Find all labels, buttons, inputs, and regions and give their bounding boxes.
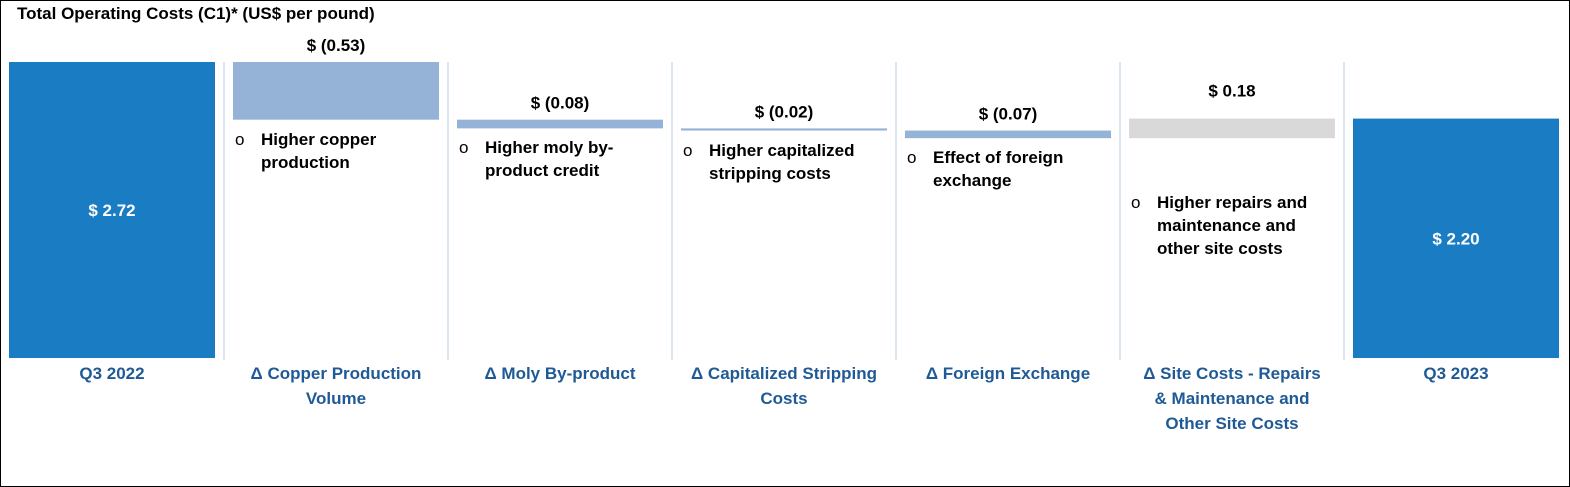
delta-bar bbox=[233, 62, 439, 120]
delta-bar bbox=[681, 128, 887, 131]
data-label: $ (0.53) bbox=[307, 36, 366, 55]
data-label: $ 0.18 bbox=[1208, 82, 1255, 101]
delta-bar bbox=[457, 119, 663, 129]
data-label: $ (0.08) bbox=[531, 94, 590, 113]
data-label: $ (0.02) bbox=[755, 102, 814, 121]
bullet-icon: o bbox=[1131, 193, 1141, 213]
delta-bar bbox=[905, 130, 1111, 139]
bullet-icon: o bbox=[683, 140, 693, 160]
data-label: $ 2.72 bbox=[88, 201, 135, 220]
category-label: Q3 2023 bbox=[1423, 364, 1489, 383]
data-label: $ 2.20 bbox=[1432, 229, 1479, 248]
category-label: Δ Foreign Exchange bbox=[925, 364, 1091, 383]
delta-bar bbox=[1129, 118, 1335, 139]
bullet-icon: o bbox=[235, 129, 245, 149]
total-bar bbox=[1353, 118, 1559, 359]
category-label: Δ Moly By-product bbox=[484, 364, 636, 383]
bullet-icon: o bbox=[907, 148, 917, 168]
data-label: $ (0.07) bbox=[979, 105, 1038, 124]
category-label: Q3 2022 bbox=[79, 364, 145, 383]
total-bar bbox=[9, 62, 215, 358]
chart-title: Total Operating Costs (C1)* (US$ per pou… bbox=[17, 4, 375, 23]
bullet-icon: o bbox=[459, 138, 469, 158]
